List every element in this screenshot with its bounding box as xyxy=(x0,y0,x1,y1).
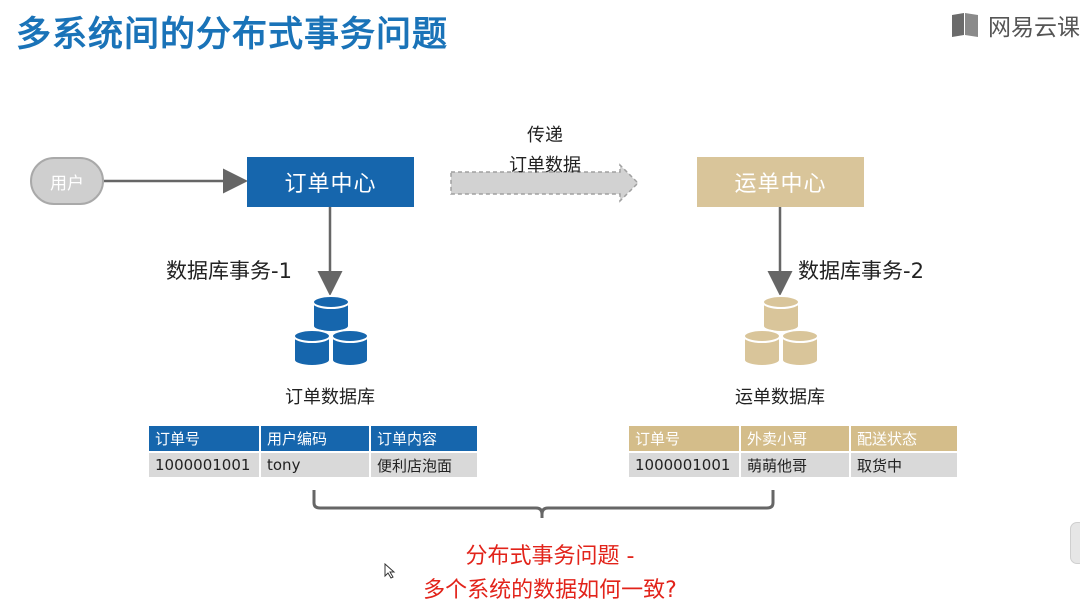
problem-title: 分布式事务问题 - xyxy=(465,544,635,569)
order-table: 订单号 用户编码 订单内容 1000001001 tony 便利店泡面 xyxy=(149,426,477,477)
table-cell: 萌萌他哥 xyxy=(740,451,851,477)
shipping-db-label: 运单数据库 xyxy=(735,387,825,408)
page-title: 多系统间的分布式事务问题 xyxy=(16,15,449,55)
scroll-handle[interactable] xyxy=(1070,522,1080,564)
user-node: 用户 xyxy=(30,157,104,205)
table-header-row: 订单号 用户编码 订单内容 xyxy=(149,426,477,452)
shipping-database-icon xyxy=(743,295,819,367)
table-cell: tony xyxy=(260,451,371,477)
shipping-table: 订单号 外卖小哥 配送状态 1000001001 萌萌他哥 取货中 xyxy=(629,426,957,477)
brand-logo: 网易云课 xyxy=(950,8,1080,42)
order-center-box: 订单中心 xyxy=(247,157,414,207)
table-header: 用户编码 xyxy=(260,426,371,452)
book-icon xyxy=(950,12,980,38)
tx2-label: 数据库事务-2 xyxy=(798,259,924,283)
table-header: 订单内容 xyxy=(370,426,477,452)
problem-question: 多个系统的数据如何一致? xyxy=(423,578,677,603)
tx1-label: 数据库事务-1 xyxy=(166,259,292,283)
order-db-label: 订单数据库 xyxy=(285,387,375,408)
transfer-label: 传递 订单数据 xyxy=(509,125,581,176)
table-cell: 便利店泡面 xyxy=(370,451,477,477)
table-header-row: 订单号 外卖小哥 配送状态 xyxy=(629,426,957,452)
order-database-icon xyxy=(293,295,369,367)
bottom-brace xyxy=(312,490,775,518)
table-cell: 1000001001 xyxy=(629,451,741,477)
table-header: 订单号 xyxy=(149,426,261,452)
mouse-cursor-icon xyxy=(384,563,396,579)
shipping-center-box: 运单中心 xyxy=(697,157,864,207)
table-cell: 取货中 xyxy=(850,451,957,477)
table-header: 外卖小哥 xyxy=(740,426,851,452)
table-header: 订单号 xyxy=(629,426,741,452)
table-header: 配送状态 xyxy=(850,426,957,452)
transfer-arrow xyxy=(450,163,640,203)
brand-name: 网易云课 xyxy=(988,15,1080,41)
table-row: 1000001001 tony 便利店泡面 xyxy=(149,451,477,477)
table-row: 1000001001 萌萌他哥 取货中 xyxy=(629,451,957,477)
table-cell: 1000001001 xyxy=(149,451,261,477)
